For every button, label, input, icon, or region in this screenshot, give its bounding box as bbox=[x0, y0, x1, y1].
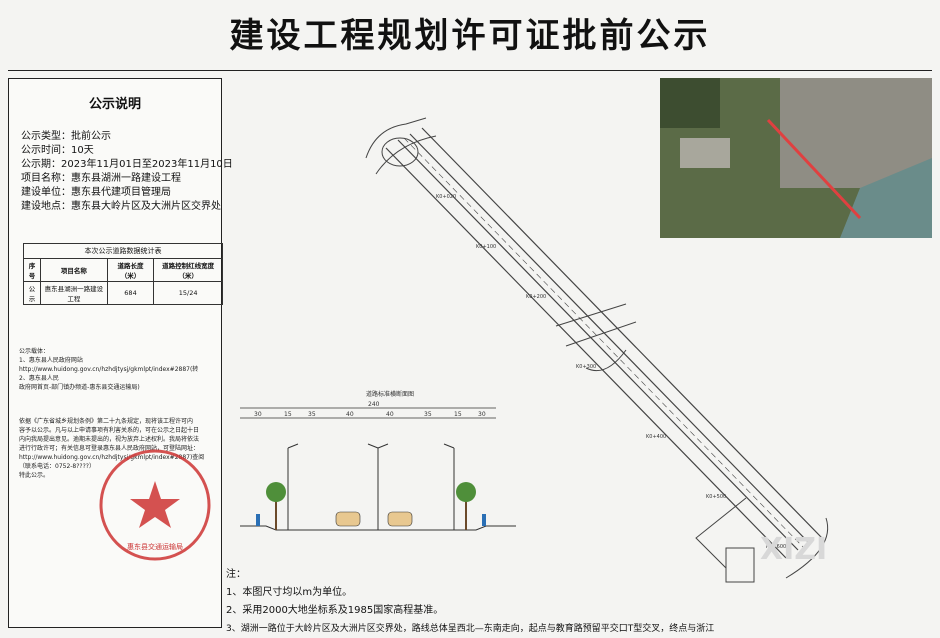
notice-row: 公示时间：10天 bbox=[21, 145, 94, 156]
law-line: 内向我局提出意见。逾期未提出的，视为放弃上述权利。我局将依法 bbox=[19, 436, 200, 443]
stake-labels: K0+020 K0+100 K0+200 K0+300 K0+400 K0+50… bbox=[436, 194, 786, 550]
channels-label: 公示载体： bbox=[19, 348, 50, 355]
street-light-icon bbox=[287, 443, 455, 530]
note-line: 注： bbox=[226, 569, 246, 580]
svg-text:K0+020: K0+020 bbox=[436, 194, 456, 200]
law-text: 依据《广东省城乡规划条例》第二十九条规定，现将该工程许可内 容予以公示。凡与以上… bbox=[19, 417, 219, 480]
watermark: XIZI bbox=[760, 532, 828, 567]
channels-block: 公示载体： 1、惠东县人民政府网站 http://www.huidong.gov… bbox=[19, 347, 219, 392]
law-line: 进行行政许可；有关信息可登录惠东县人民政府网站，可登陆网址： bbox=[19, 445, 200, 452]
cross-section: 道路标准横断面图 240 30 15 35 40 40 35 15 30 bbox=[240, 390, 516, 531]
stats-header: 项目名称 bbox=[40, 258, 108, 282]
notice-row: 公示类型：批前公示 bbox=[21, 131, 111, 142]
note-line: 3、湖洲一路位于大岭片区及大洲片区交界处，路线总体呈西北—东南走向，起点与教育路… bbox=[226, 624, 715, 634]
svg-text:K0+200: K0+200 bbox=[526, 294, 546, 300]
road-alignment bbox=[385, 127, 823, 559]
channels-line: 政府网首页-部门镇办频道-惠东县交通运输局) bbox=[19, 384, 140, 391]
law-line: 容予以公示。凡与以上申请事项有利害关系的，可在公示之日起十日 bbox=[19, 427, 200, 434]
cross-section-dim: 40 bbox=[346, 411, 354, 418]
notice-panel: 公示说明 公示类型：批前公示 公示时间：10天 公示期：2023年11月01日至… bbox=[8, 78, 233, 628]
svg-text:K0+100: K0+100 bbox=[476, 244, 496, 250]
law-line: http://www.huidong.gov.cn/hzhdjtysj/gkml… bbox=[19, 454, 205, 461]
svg-text:K0+300: K0+300 bbox=[576, 364, 596, 370]
stats-cell: 惠东县湖洲一路建设工程 bbox=[40, 281, 108, 305]
svg-text:K0+600: K0+600 bbox=[766, 544, 786, 550]
stats-header: 序号 bbox=[22, 258, 42, 282]
seal-bottom-text: 惠东县交通运输局 bbox=[127, 542, 183, 551]
stats-cell: 684 bbox=[106, 281, 155, 305]
tree-icon bbox=[266, 482, 286, 530]
cross-section-dim: 30 bbox=[254, 411, 262, 418]
mid-intersection bbox=[555, 303, 637, 372]
channels-line: 1、惠东县人民政府网站 bbox=[19, 357, 83, 364]
aerial-photo bbox=[660, 78, 932, 238]
stats-table: 本次公示道路数据统计表 序号 项目名称 道路长度（米） 道路控制红线宽度（米） … bbox=[22, 243, 223, 305]
notes-block: 注： 1、本图尺寸均以m为单位。 2、采用2000大地坐标系及1985国家高程基… bbox=[226, 566, 714, 638]
page-title: 建设工程规划许可证批前公示 bbox=[229, 16, 711, 56]
notice-heading: 公示说明 bbox=[88, 97, 141, 112]
cross-section-dim: 15 bbox=[454, 411, 462, 418]
sheet-frame bbox=[8, 70, 932, 627]
road-plan-drawing: K0+020 K0+100 K0+200 K0+300 K0+400 K0+50… bbox=[240, 117, 829, 583]
svg-text:K0+500: K0+500 bbox=[706, 494, 726, 500]
stats-header: 道路控制红线宽度（米） bbox=[153, 258, 223, 282]
aerial-map bbox=[660, 78, 932, 238]
law-line: （联系电话：0752-8????） bbox=[19, 463, 95, 470]
stats-caption: 本次公示道路数据统计表 bbox=[23, 243, 223, 259]
tree-icon bbox=[456, 482, 476, 530]
notice-row: 公示期：2023年11月01日至2023年11月10日 bbox=[21, 159, 233, 170]
note-line: 2、采用2000大地坐标系及1985国家高程基准。 bbox=[226, 605, 444, 616]
law-line: 依据《广东省城乡规划条例》第二十九条规定，现将该工程许可内 bbox=[19, 418, 194, 425]
start-intersection bbox=[365, 117, 437, 175]
cross-section-dim: 35 bbox=[424, 411, 432, 418]
pedestrian-icon bbox=[256, 514, 486, 526]
cross-section-total: 240 bbox=[368, 401, 380, 408]
cross-section-title: 道路标准横断面图 bbox=[366, 390, 414, 398]
car-icon bbox=[335, 511, 413, 527]
seal-star-icon bbox=[130, 481, 180, 528]
stats-cell: 15/24 bbox=[153, 281, 223, 305]
stats-header: 道路长度（米） bbox=[106, 258, 155, 282]
end-intersection bbox=[695, 497, 829, 583]
note-line: 1、本图尺寸均以m为单位。 bbox=[226, 587, 353, 598]
notice-info: 公示类型：批前公示 公示时间：10天 公示期：2023年11月01日至2023年… bbox=[21, 130, 233, 214]
official-seal: 惠东县交通运输局 bbox=[99, 449, 211, 561]
channels-line: 2、惠东县人民 bbox=[19, 375, 59, 382]
channels-line: http://www.huidong.gov.cn/hzhdjtysj/gkml… bbox=[19, 366, 199, 373]
notice-row: 项目名称：惠东县湖洲一路建设工程 bbox=[21, 173, 181, 184]
svg-text:K0+400: K0+400 bbox=[646, 434, 666, 440]
cross-section-dim: 15 bbox=[284, 411, 292, 418]
cross-section-dim: 35 bbox=[308, 411, 316, 418]
cross-section-dim: 40 bbox=[386, 411, 394, 418]
stats-cell: 公示 bbox=[22, 281, 42, 305]
notice-row: 建设单位：惠东县代建项目管理局 bbox=[21, 187, 171, 198]
notice-row: 建设地点：惠东县大岭片区及大洲片区交界处 bbox=[21, 201, 221, 212]
cross-section-dim: 30 bbox=[478, 411, 486, 418]
redline-route bbox=[766, 118, 862, 220]
law-line: 特此公示。 bbox=[19, 472, 50, 479]
